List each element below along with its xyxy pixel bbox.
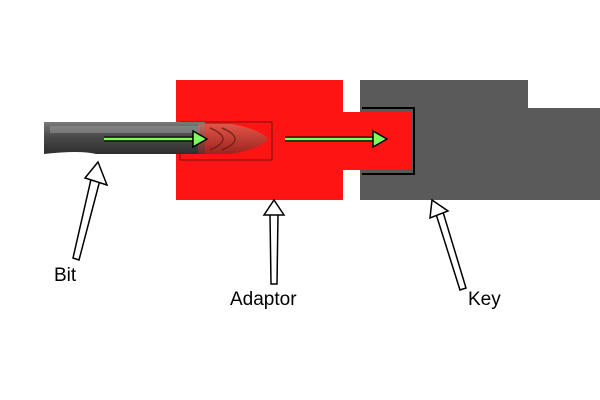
callout-arrow-bit xyxy=(72,160,109,261)
flow-arrow-bit-to-adaptor xyxy=(104,129,209,149)
callout-arrow-adaptor xyxy=(262,198,286,285)
key-shaft xyxy=(525,108,600,200)
adaptor-label: Adaptor xyxy=(230,289,297,310)
bit-shank-highlight xyxy=(50,126,200,133)
callout-arrow-key xyxy=(429,198,467,291)
key-socket-outline xyxy=(362,107,415,175)
bit-label: Bit xyxy=(54,265,77,286)
flow-arrow-adaptor-to-key xyxy=(285,129,389,149)
bit-tip xyxy=(198,124,268,154)
key-label: Key xyxy=(468,289,501,310)
key-shape xyxy=(360,80,600,200)
bit-tip-flutes xyxy=(209,127,236,151)
